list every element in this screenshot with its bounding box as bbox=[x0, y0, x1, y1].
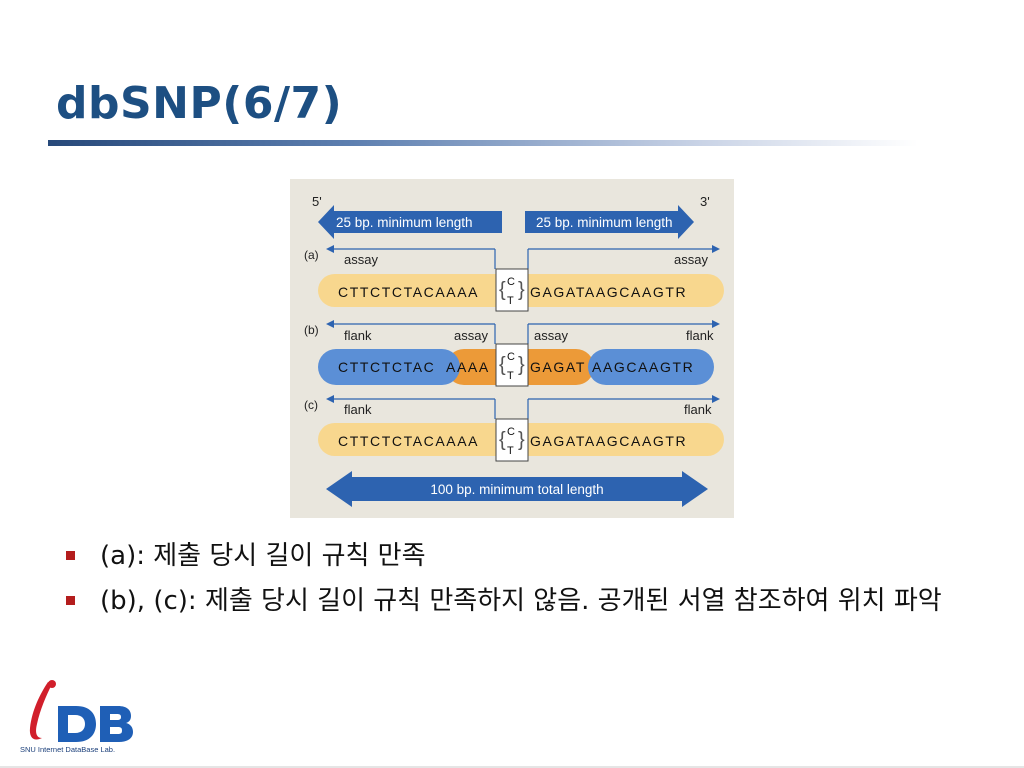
bullet-list: (a): 제출 당시 길이 규칙 만족 (b), (c): 제출 당시 길이 규… bbox=[66, 538, 966, 628]
panel-a-assay-line-right bbox=[527, 245, 720, 269]
five-prime-label: 5' bbox=[312, 194, 322, 209]
panel-b-seq-left-assay: AAAA bbox=[446, 359, 490, 375]
panel-c-flank-line-left bbox=[326, 395, 496, 419]
bullet-text: 제출 당시 길이 규칙 만족 bbox=[153, 541, 426, 571]
bullet-text: 제출 당시 길이 규칙 만족하지 않음. 공개된 서열 참조하여 위치 파악 bbox=[204, 586, 942, 616]
panel-b-seq-right-flank: AAGCAAGTR bbox=[592, 359, 694, 375]
panel-a-label: (a) bbox=[304, 248, 319, 262]
panel-b-label-right: flank bbox=[686, 328, 714, 343]
bullet-label: (b), (c): bbox=[100, 586, 197, 616]
min-length-label-left: 25 bp. minimum length bbox=[336, 215, 473, 230]
logo-letter-b bbox=[100, 706, 133, 742]
panel-b-seq-left-flank: CTTCTCTAC bbox=[338, 359, 435, 375]
panel-c-allele-bottom: T bbox=[507, 445, 514, 457]
bullet-label: (a): bbox=[100, 541, 145, 571]
panel-b-assay-line-right bbox=[527, 323, 590, 344]
panel-c-label: (c) bbox=[304, 398, 318, 412]
panel-a-seq-right: GAGATAAGCAAGTR bbox=[530, 284, 687, 300]
panel-b-flank-line-left bbox=[326, 320, 450, 328]
panel-a-allele-top: C bbox=[507, 276, 515, 288]
min-length-label-right: 25 bp. minimum length bbox=[536, 215, 673, 230]
panel-c-seq-right: GAGATAAGCAAGTR bbox=[530, 433, 687, 449]
bullet-item-bc: (b), (c): 제출 당시 길이 규칙 만족하지 않음. 공개된 서열 참조… bbox=[66, 583, 966, 620]
panel-b-label-mid-left: assay bbox=[454, 328, 488, 343]
logo-dot bbox=[48, 680, 56, 688]
bullet-item-a: (a): 제출 당시 길이 규칙 만족 bbox=[66, 538, 966, 575]
logo-letter-d bbox=[58, 706, 96, 742]
panel-c-snp-box bbox=[495, 418, 529, 462]
panel-c-seq-left: CTTCTCTACAAAA bbox=[338, 433, 479, 449]
panel-b-snp-box bbox=[495, 343, 529, 387]
total-length-label: 100 bp. minimum total length bbox=[430, 482, 603, 497]
panel-b-assay-line-left bbox=[450, 323, 496, 344]
panel-a-label-left: assay bbox=[344, 252, 378, 267]
panel-b-allele-bottom: T bbox=[507, 370, 514, 382]
panel-b-left-flank-pill bbox=[318, 349, 460, 385]
panel-b-allele-top: C bbox=[507, 351, 515, 363]
logo-swoosh bbox=[29, 682, 52, 740]
panel-c-flank-line-right bbox=[527, 395, 720, 419]
bullet-marker-icon bbox=[66, 596, 75, 605]
logo-caption: SNU Internet DataBase Lab. bbox=[20, 745, 115, 754]
panel-c-label-left: flank bbox=[344, 402, 372, 417]
panel-b-label-mid-right: assay bbox=[534, 328, 568, 343]
panel-c-brace-right: } bbox=[518, 429, 525, 451]
title-underline bbox=[48, 140, 918, 146]
panel-a-brace-right: } bbox=[518, 279, 525, 301]
panel-b-label: (b) bbox=[304, 323, 319, 337]
panel-b-brace-right: } bbox=[518, 354, 525, 376]
panel-a-snp-box bbox=[495, 268, 529, 312]
min-length-arrow-right bbox=[525, 205, 694, 239]
panel-a-seq-left: CTTCTCTACAAAA bbox=[338, 284, 479, 300]
panel-a-brace-left: { bbox=[499, 279, 506, 301]
footer-divider bbox=[0, 766, 1024, 768]
idb-logo: SNU Internet DataBase Lab. bbox=[18, 676, 142, 756]
bullet-marker-icon bbox=[66, 551, 75, 560]
panel-b-flank-line-right bbox=[590, 320, 720, 328]
total-length-arrow bbox=[326, 471, 708, 507]
panel-a-assay-line-left bbox=[326, 245, 496, 269]
panel-a-label-right: assay bbox=[674, 252, 708, 267]
panel-b-right-flank-pill bbox=[588, 349, 714, 385]
panel-a-allele-t: T bbox=[507, 295, 514, 307]
slide-title: dbSNP(6/7) bbox=[56, 78, 343, 129]
panel-b-seq-right-assay: GAGAT bbox=[530, 359, 586, 375]
three-prime-label: 3' bbox=[700, 194, 710, 209]
panel-b-brace-left: { bbox=[499, 354, 506, 376]
panel-b-label-left: flank bbox=[344, 328, 372, 343]
panel-c-allele-top: C bbox=[507, 426, 515, 438]
panel-c-brace-left: { bbox=[499, 429, 506, 451]
min-length-arrow-left bbox=[318, 205, 502, 239]
snp-assay-figure: 5' 3' 25 bp. minimum length 25 bp. minim… bbox=[290, 179, 734, 518]
panel-c-label-right: flank bbox=[684, 402, 712, 417]
